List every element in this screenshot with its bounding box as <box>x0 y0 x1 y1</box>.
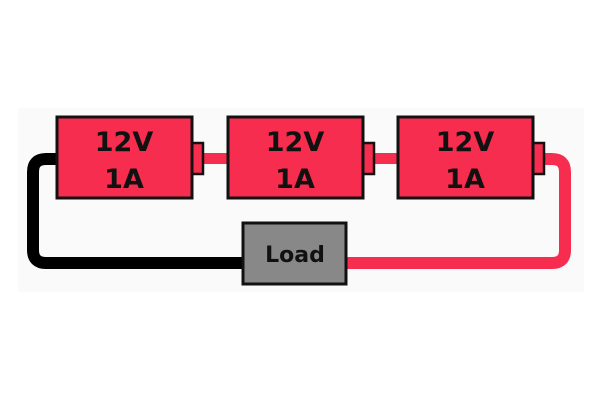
battery-body <box>226 115 365 200</box>
battery-current: 1A <box>104 164 144 195</box>
positive-wire <box>345 153 571 269</box>
battery-current: 1A <box>275 164 315 195</box>
battery-voltage: 12V <box>95 127 154 158</box>
load: Load <box>241 221 348 286</box>
battery-voltage: 12V <box>436 127 495 158</box>
battery-body <box>55 115 194 200</box>
battery-current: 1A <box>445 164 485 195</box>
battery-voltage: 12V <box>266 127 325 158</box>
battery-body <box>396 115 535 200</box>
negative-wire <box>27 153 244 269</box>
load-label: Load <box>265 243 325 268</box>
series-link-wire <box>370 153 400 164</box>
load-box <box>241 221 348 286</box>
series-link-wire <box>200 153 230 164</box>
